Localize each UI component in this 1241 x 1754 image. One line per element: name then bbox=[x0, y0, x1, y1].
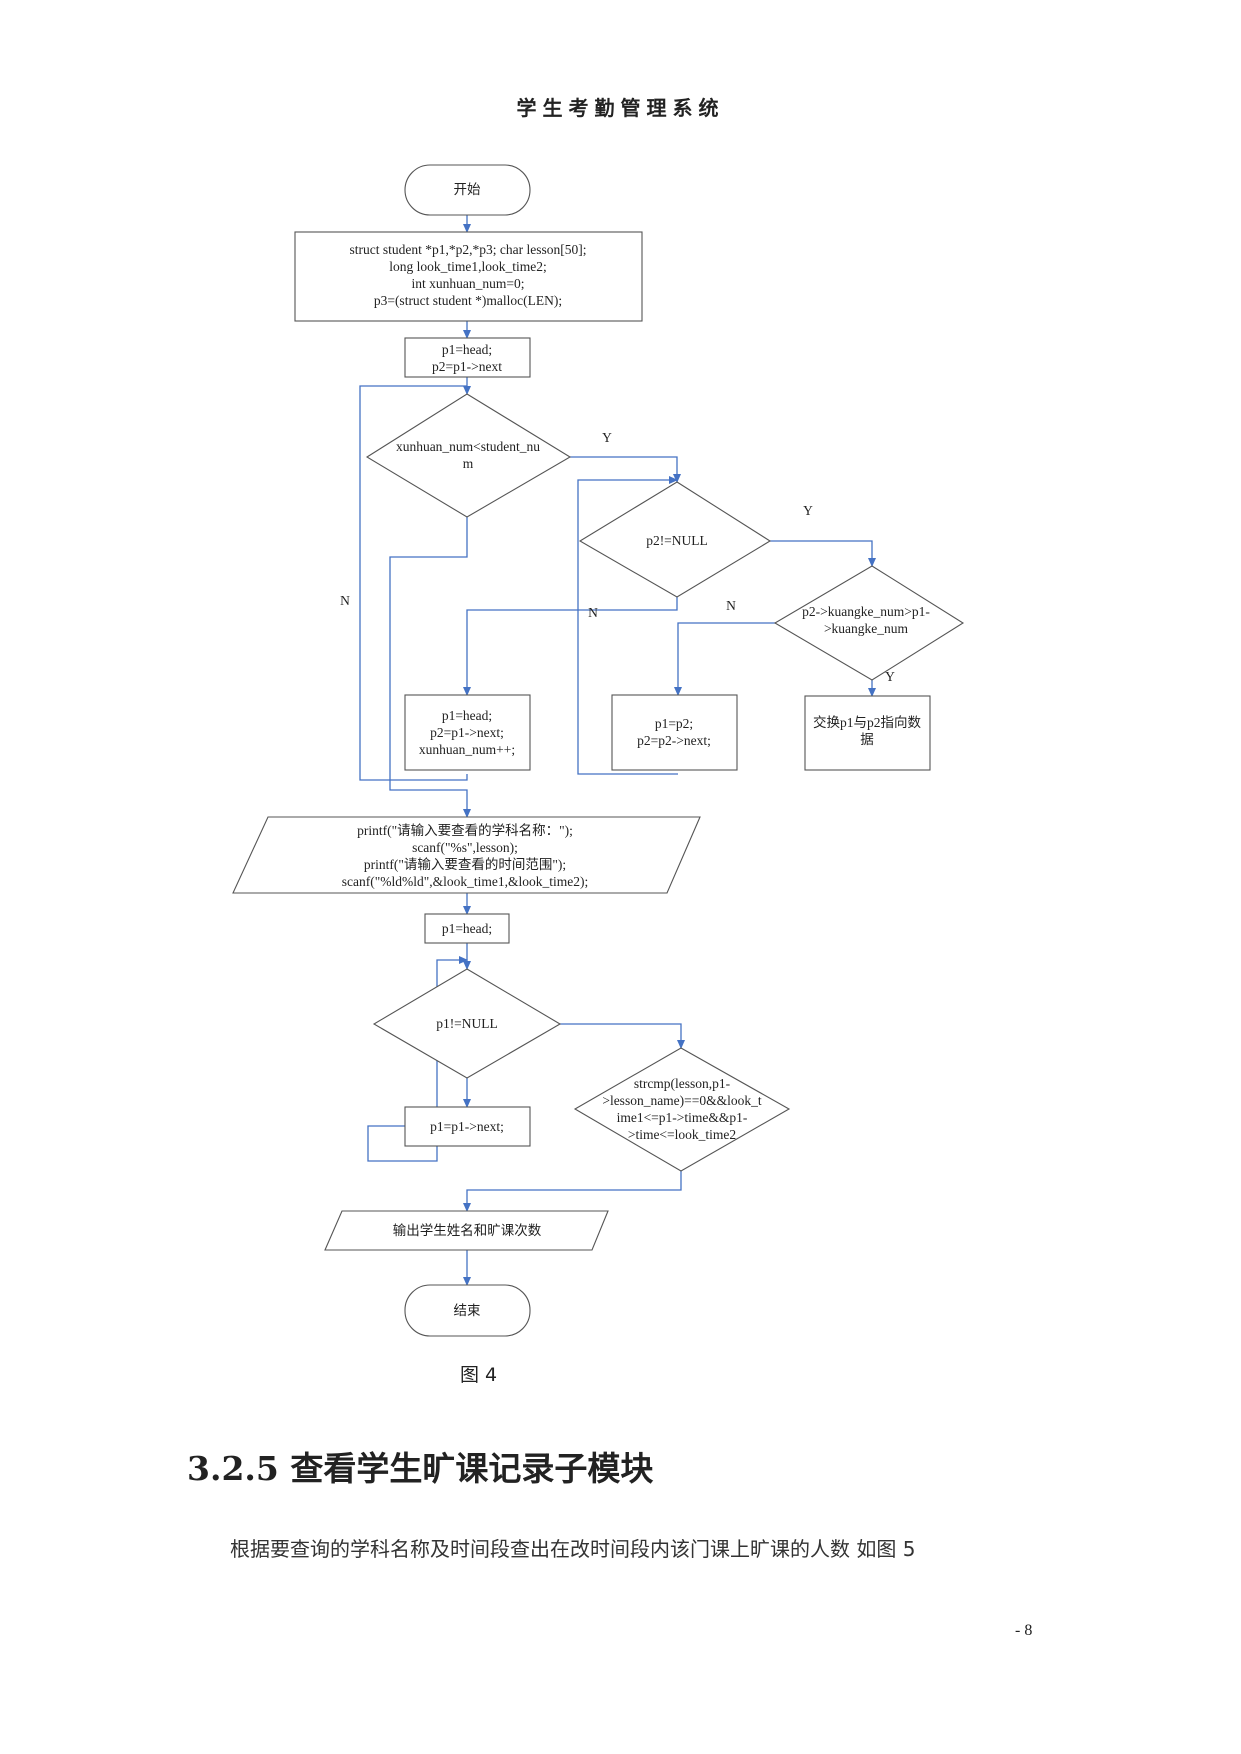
reset-loop-line: xunhuan_num++; bbox=[419, 742, 515, 757]
end-terminal bbox=[404, 1284, 531, 1337]
match-condition-line: >time<=look_time2 bbox=[628, 1127, 736, 1142]
arrow-p2-no bbox=[463, 597, 678, 696]
arrow-p2-yes bbox=[770, 540, 876, 567]
head-assign-label: p1=head; bbox=[442, 921, 492, 936]
figure-caption: 图 4 bbox=[460, 1364, 498, 1386]
swap-line: 交换p1与p2指向数 bbox=[813, 714, 921, 730]
compare-condition-line: p2->kuangke_num>p1- bbox=[802, 604, 930, 619]
set-head-line: p1=head; bbox=[442, 342, 492, 357]
advance-pair-box bbox=[611, 694, 738, 771]
p2-condition-diamond bbox=[578, 481, 772, 598]
head-assign-box bbox=[424, 913, 510, 944]
swap-box bbox=[804, 695, 931, 771]
swap-line: 据 bbox=[860, 732, 874, 747]
arrow-next-back bbox=[367, 956, 468, 1162]
arrow-loop-no bbox=[389, 517, 471, 818]
arrow-compare-no bbox=[674, 622, 778, 696]
set-head-box bbox=[404, 337, 531, 378]
no-label: N bbox=[340, 593, 350, 608]
arrow-match-to-output bbox=[463, 1171, 682, 1212]
init-line: struct student *p1,*p2,*p3; char lesson[… bbox=[350, 242, 587, 257]
next-assign-box bbox=[404, 1106, 531, 1147]
arrow-advance-back bbox=[577, 476, 678, 775]
p1-condition-label: p1!=NULL bbox=[436, 1016, 498, 1031]
page-number: - 8 bbox=[1015, 1622, 1033, 1639]
p2-condition-label: p2!=NULL bbox=[646, 533, 708, 548]
section-heading: 3.2.5 查看学生旷课记录子模块 bbox=[187, 1449, 654, 1488]
input-io-line: scanf("%ld%ld",&look_time1,&look_time2); bbox=[342, 874, 588, 889]
match-condition-diamond bbox=[573, 1047, 791, 1172]
input-io-parallelogram bbox=[232, 816, 701, 894]
input-io-line: printf("请输入要查看的时间范围"); bbox=[364, 857, 566, 872]
match-condition-line: >lesson_name)==0&&look_t bbox=[602, 1093, 762, 1108]
arrow-reset-back bbox=[359, 385, 468, 781]
reset-loop-line: p1=head; bbox=[442, 708, 492, 723]
page-header: 学生考勤管理系统 bbox=[516, 96, 725, 120]
init-line: long look_time1,look_time2; bbox=[389, 259, 547, 274]
p1-condition-diamond bbox=[372, 968, 562, 1079]
start-label: 开始 bbox=[454, 182, 481, 197]
reset-loop-box bbox=[404, 694, 531, 771]
output-io-label: 输出学生姓名和旷课次数 bbox=[393, 1223, 542, 1238]
body-paragraph: 根据要查询的学科名称及时间段查出在改时间段内该门课上旷课的人数 如图 5 bbox=[230, 1537, 916, 1561]
connectors bbox=[359, 215, 876, 1286]
loop-condition-diamond bbox=[365, 393, 572, 518]
loop-condition-line: m bbox=[463, 456, 474, 471]
compare-condition-line: >kuangke_num bbox=[824, 621, 909, 636]
compare-condition-diamond bbox=[773, 565, 965, 681]
no-label: N bbox=[726, 598, 736, 613]
match-condition-line: ime1<=p1->time&&p1- bbox=[617, 1110, 748, 1125]
yes-label: Y bbox=[885, 669, 895, 684]
arrow-loop-yes bbox=[570, 456, 681, 483]
advance-pair-line: p1=p2; bbox=[655, 716, 693, 731]
init-line: p3=(struct student *)malloc(LEN); bbox=[374, 293, 562, 308]
input-io-line: scanf("%s",lesson); bbox=[412, 840, 518, 855]
init-line: int xunhuan_num=0; bbox=[412, 276, 525, 291]
yes-label: Y bbox=[803, 503, 813, 518]
end-label: 结束 bbox=[454, 1303, 481, 1318]
no-label: N bbox=[588, 605, 598, 620]
init-box bbox=[294, 231, 643, 322]
yes-label: Y bbox=[602, 430, 612, 445]
arrow-p1cond-to-match bbox=[560, 1023, 685, 1049]
start-terminal bbox=[404, 164, 531, 216]
loop-condition-line: xunhuan_num<student_nu bbox=[396, 439, 540, 454]
reset-loop-line: p2=p1->next; bbox=[430, 725, 504, 740]
match-condition-line: strcmp(lesson,p1- bbox=[634, 1076, 731, 1091]
set-head-line: p2=p1->next bbox=[432, 359, 502, 374]
input-io-line: printf("请输入要查看的学科名称："); bbox=[357, 823, 573, 838]
advance-pair-line: p2=p2->next; bbox=[637, 733, 711, 748]
output-io-parallelogram bbox=[324, 1210, 609, 1251]
next-assign-label: p1=p1->next; bbox=[430, 1119, 504, 1134]
